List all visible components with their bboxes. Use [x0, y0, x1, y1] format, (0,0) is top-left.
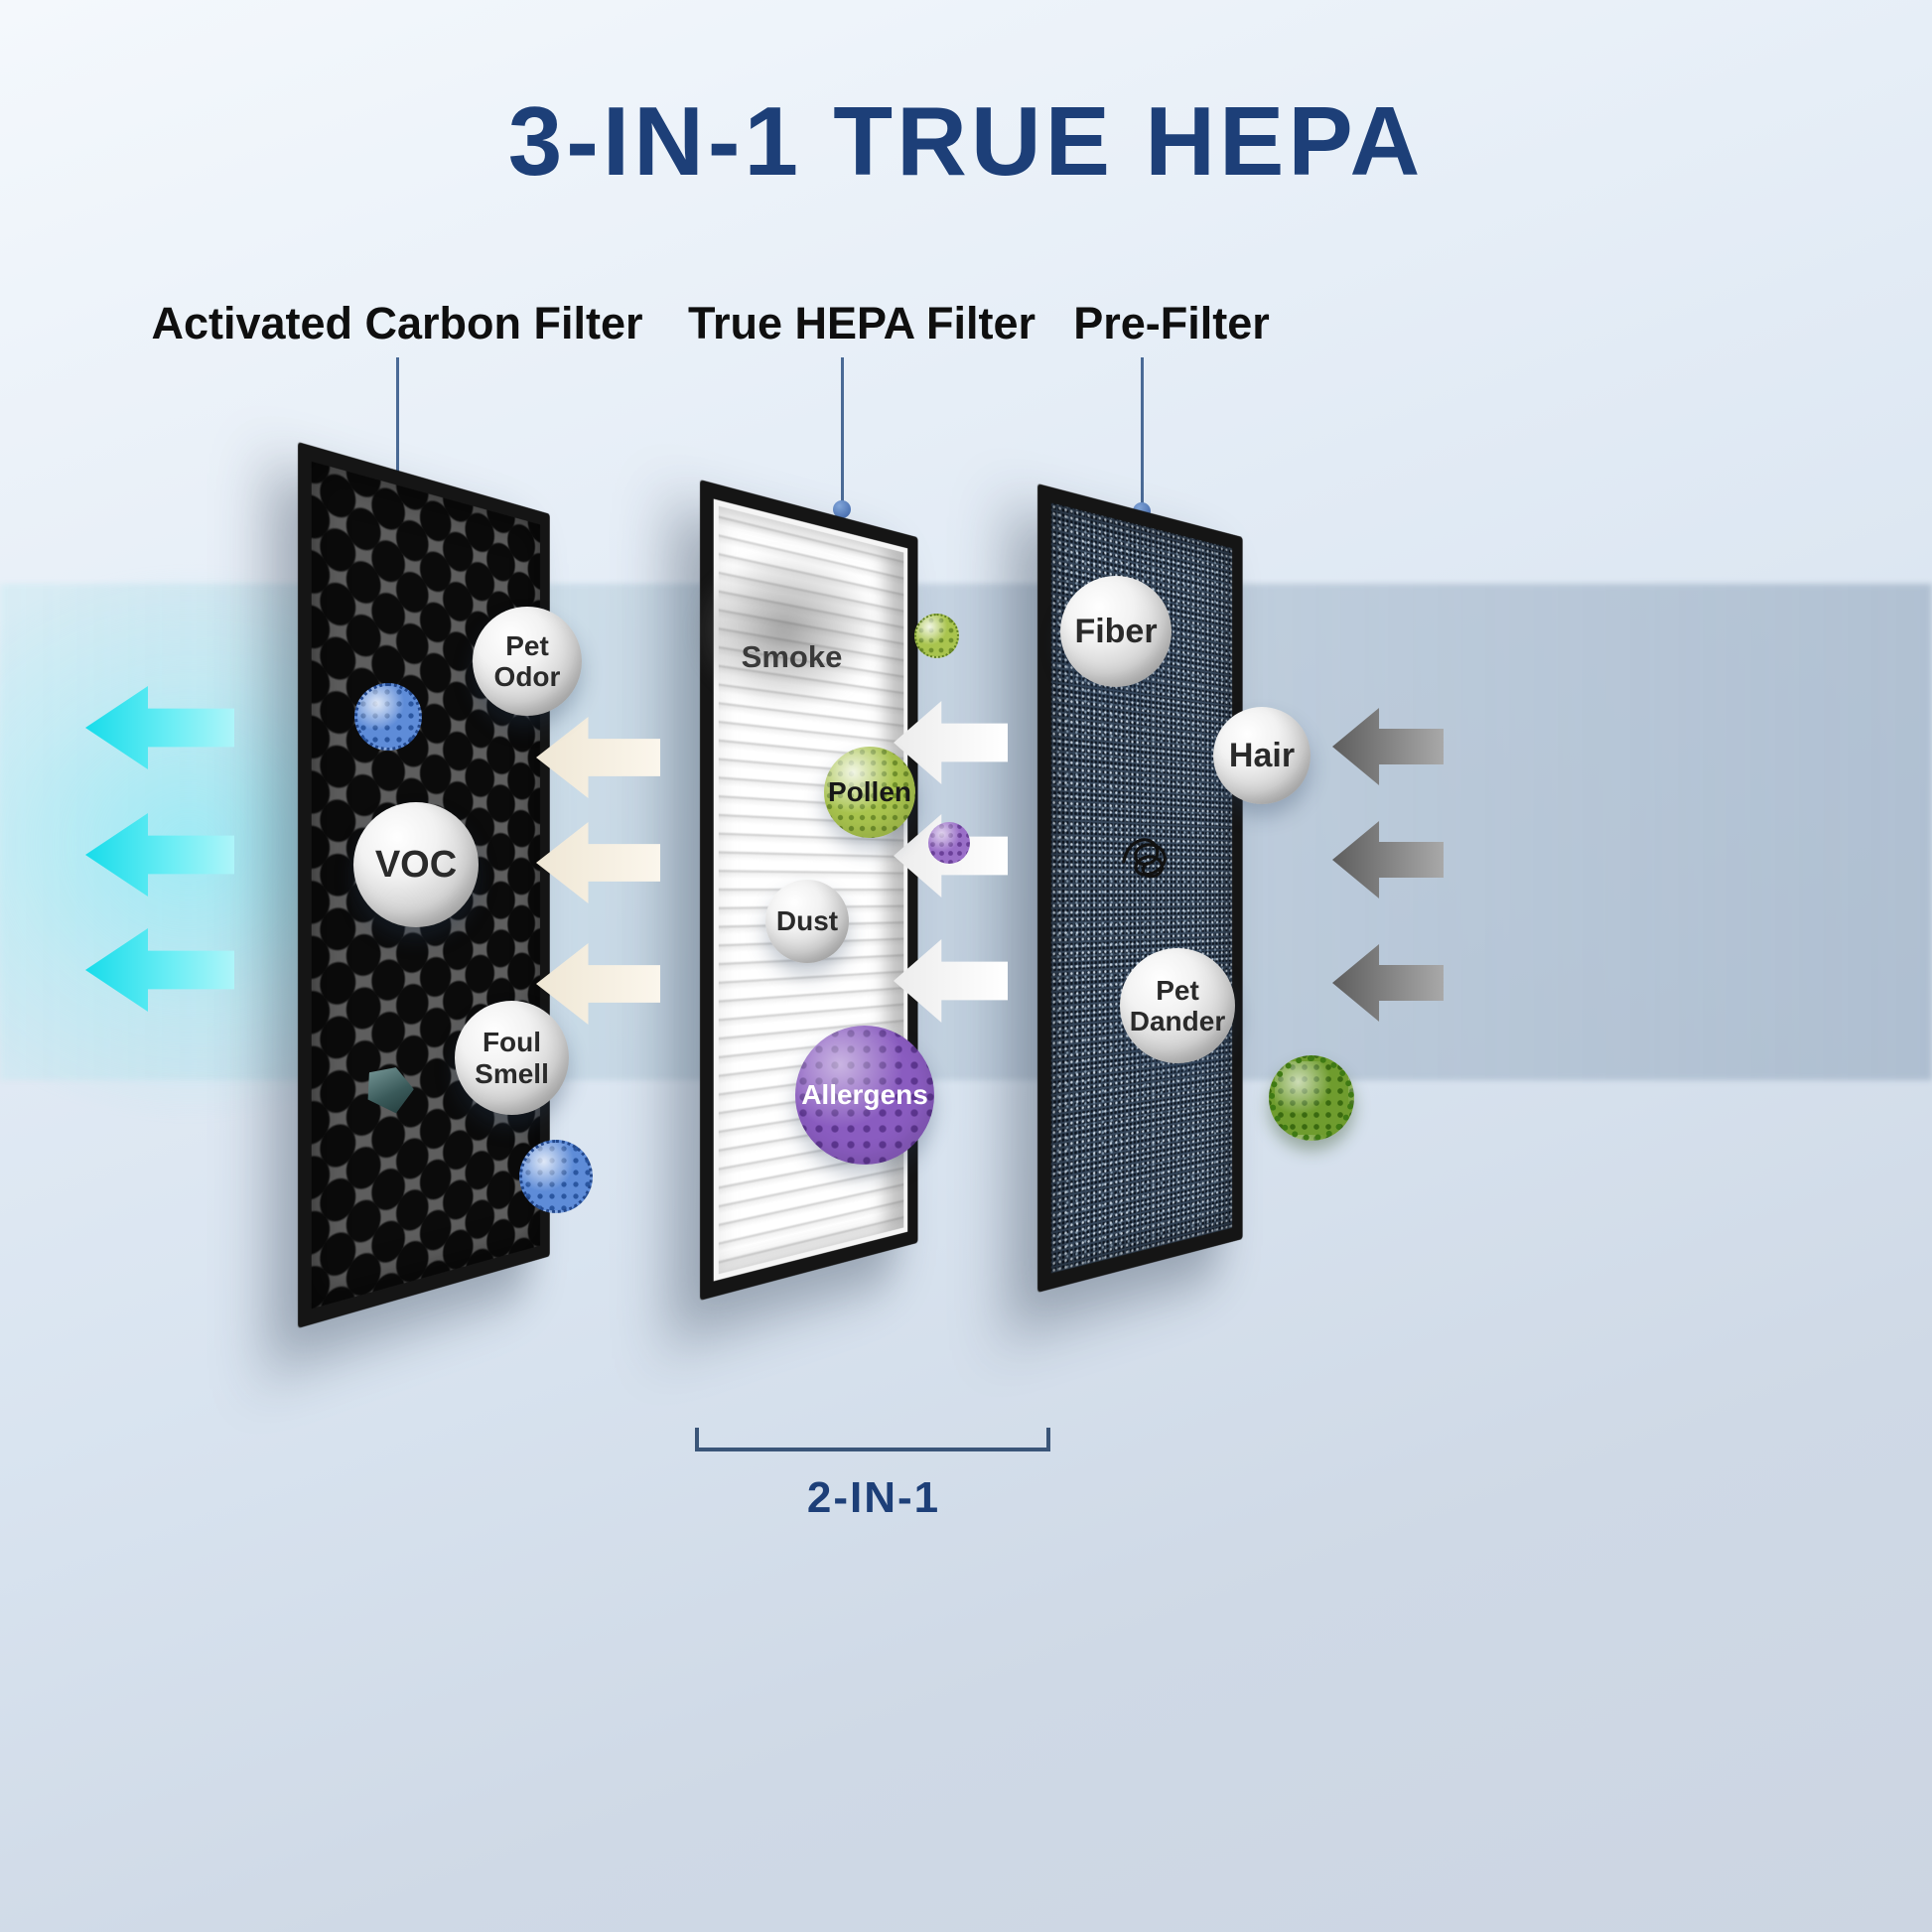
label-activated-carbon-filter: Activated Carbon Filter [151, 298, 643, 348]
two-in-one-bracket [695, 1428, 1050, 1451]
label-pre-filter: Pre-Filter [1073, 298, 1270, 348]
smoke-label: Smoke [741, 639, 843, 674]
pollen-particle-icon [914, 614, 959, 658]
hair-label: Hair [1228, 736, 1296, 774]
fiber-badge: Fiber [1060, 576, 1172, 687]
leader-dot-prefilter [1133, 502, 1151, 520]
voc-label: VOC [374, 843, 458, 886]
pet-odor-badge: Pet Odor [473, 607, 582, 716]
leader-line-prefilter [1141, 357, 1144, 506]
allergen-particle-icon [928, 822, 970, 864]
foul-smell-label: Foul Smell [475, 1027, 549, 1089]
pet-odor-label: Pet Odor [493, 629, 561, 692]
leader-line-hepa [841, 357, 844, 504]
voc-badge: VOC [353, 802, 479, 927]
pet-dander-label: Pet Dander [1129, 974, 1226, 1036]
pollen-label: Pollen [827, 776, 911, 808]
page-title: 3-IN-1 TRUE HEPA [507, 86, 1425, 196]
allergens-label: Allergens [801, 1079, 928, 1111]
foul-smell-badge: Foul Smell [455, 1001, 569, 1115]
leader-dot-hepa [833, 500, 851, 518]
pollen-badge: Pollen [824, 747, 915, 838]
pet-dander-badge: Pet Dander [1120, 948, 1235, 1063]
dust-label: Dust [775, 905, 839, 937]
virus-icon-blue-2 [519, 1140, 593, 1213]
label-true-hepa-filter: True HEPA Filter [687, 298, 1036, 348]
allergens-badge: Allergens [795, 1026, 934, 1165]
two-in-one-label: 2-IN-1 [806, 1473, 941, 1522]
hair-strand-icon [1122, 838, 1167, 879]
virus-icon-green [1269, 1055, 1354, 1141]
hair-badge: Hair [1213, 707, 1311, 804]
leader-line-carbon [396, 357, 399, 477]
dust-badge: Dust [765, 880, 849, 963]
fiber-label: Fiber [1074, 612, 1158, 650]
smoke-smudge-icon [690, 551, 879, 710]
virus-icon-blue-1 [354, 683, 422, 751]
